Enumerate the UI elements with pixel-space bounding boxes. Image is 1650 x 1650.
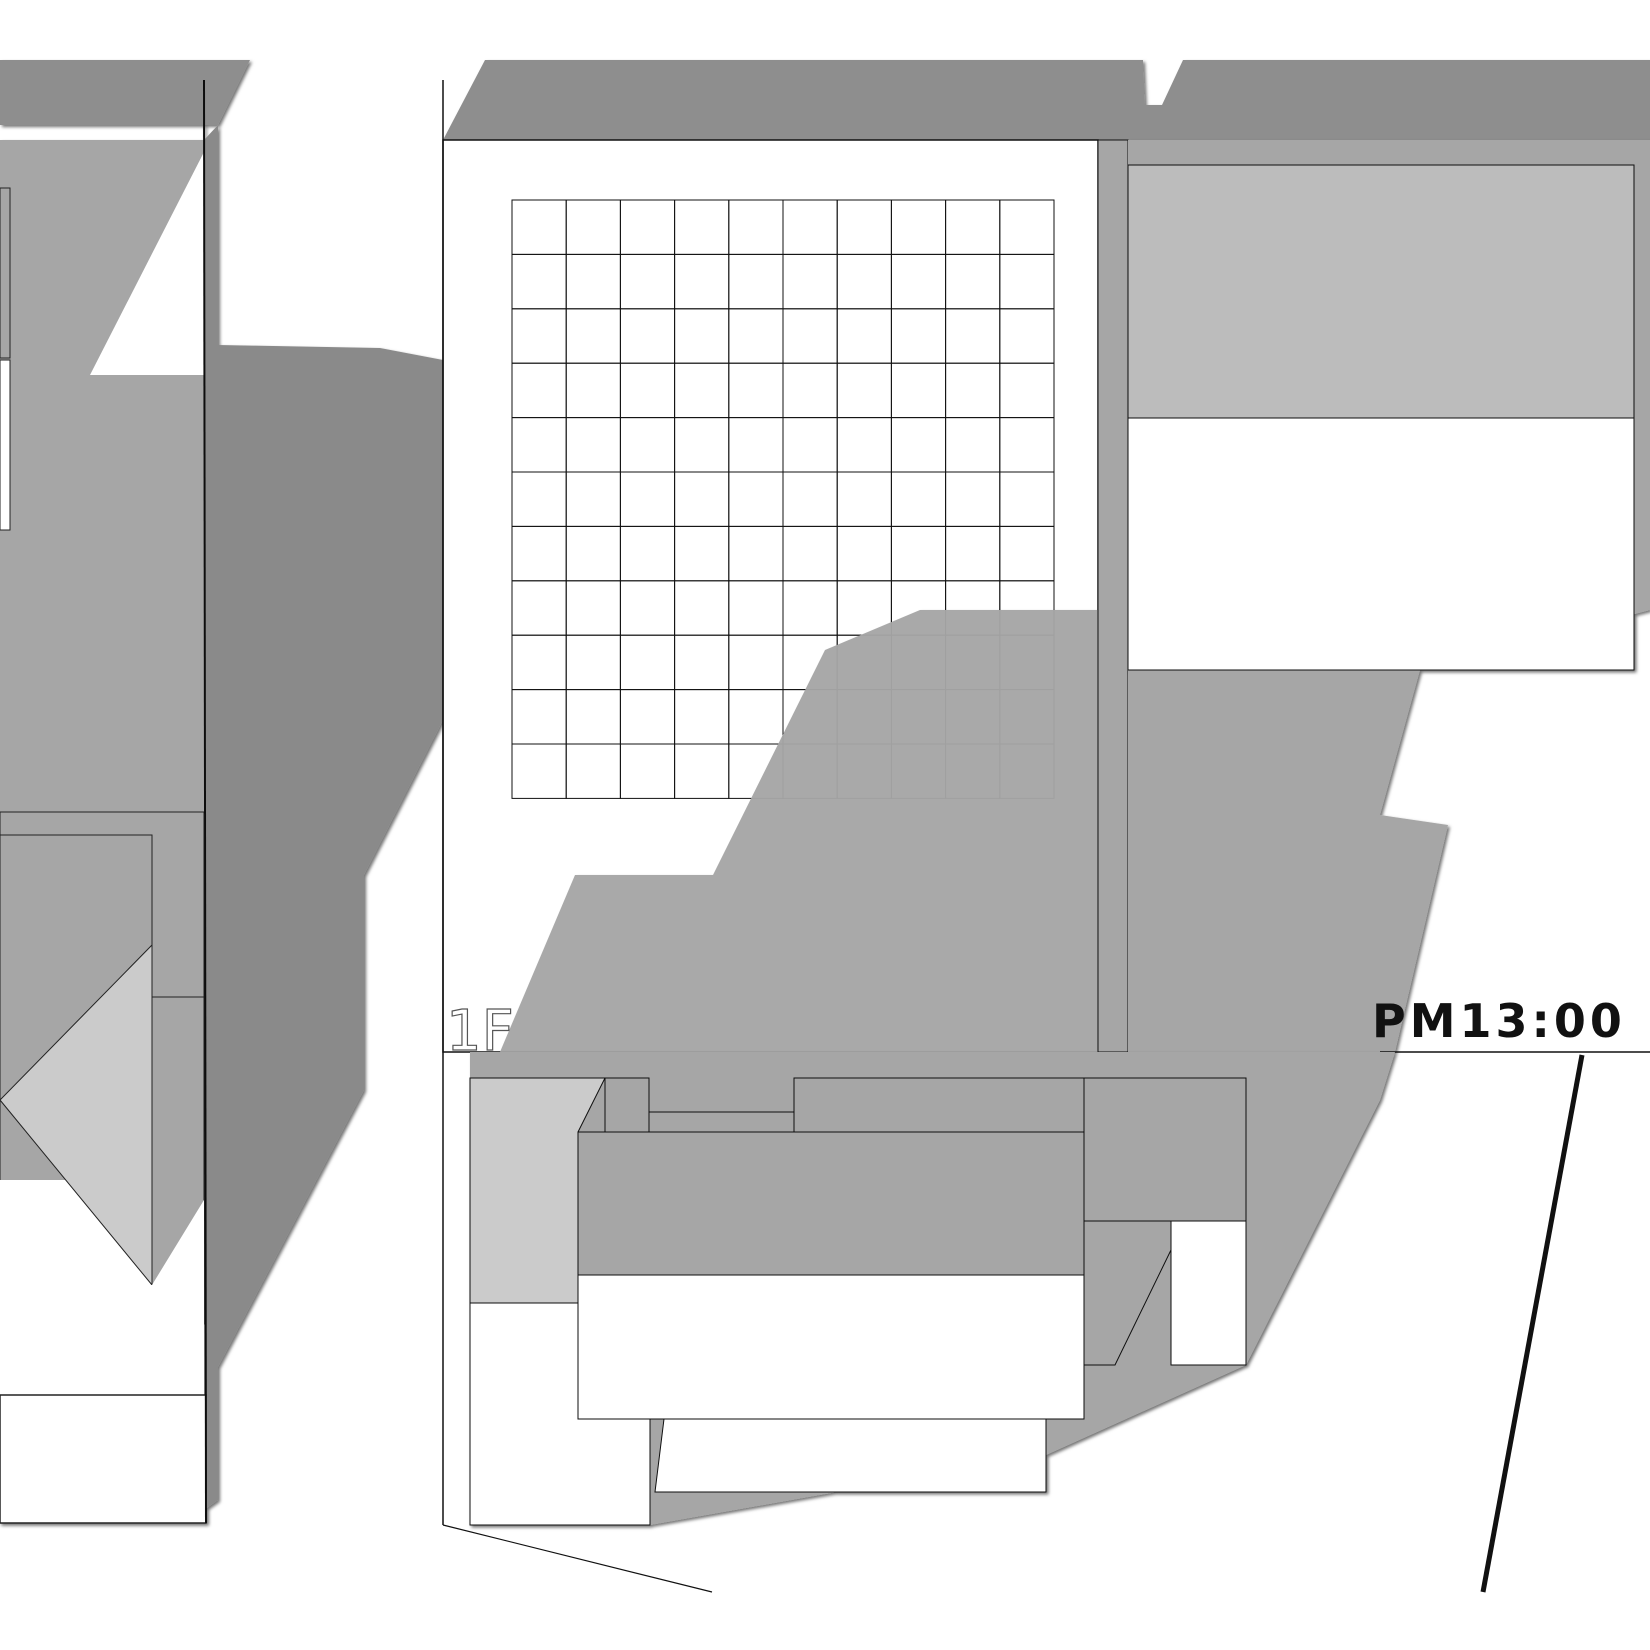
ground-step xyxy=(654,1418,1047,1493)
sun-direction-line xyxy=(1480,1054,1585,1593)
ground-central-front xyxy=(577,1274,1085,1420)
ground-connector-c xyxy=(793,1077,1085,1133)
left-light-triangle xyxy=(90,152,204,375)
center-roof xyxy=(443,60,1650,140)
time-label: PM13:00 xyxy=(1372,994,1626,1048)
ground-right-white xyxy=(1170,1220,1247,1366)
right-building xyxy=(1127,140,1650,1052)
ground-connector-b xyxy=(648,1111,795,1133)
ground-perspective-line xyxy=(442,1524,713,1593)
ground-floor-volumes xyxy=(469,1052,1395,1526)
center-cast-shadow xyxy=(500,610,1100,1052)
left-base-white xyxy=(0,1200,204,1395)
left-roof xyxy=(0,60,250,125)
center-right-column xyxy=(1097,139,1129,1053)
left-edge-line xyxy=(203,79,207,1524)
left-plinth xyxy=(0,1394,207,1524)
ground-central-top xyxy=(577,1131,1085,1276)
left-cast-shadow xyxy=(204,125,443,1510)
right-lower-panel xyxy=(1127,417,1635,671)
left-window-top xyxy=(0,187,11,359)
left-window-strip xyxy=(0,359,11,531)
right-upper-panel xyxy=(1127,164,1635,419)
ground-right-block xyxy=(1083,1077,1247,1222)
left-building xyxy=(0,60,443,1524)
ground-connector-a xyxy=(604,1077,650,1133)
center-building: 1F xyxy=(442,60,1650,1525)
